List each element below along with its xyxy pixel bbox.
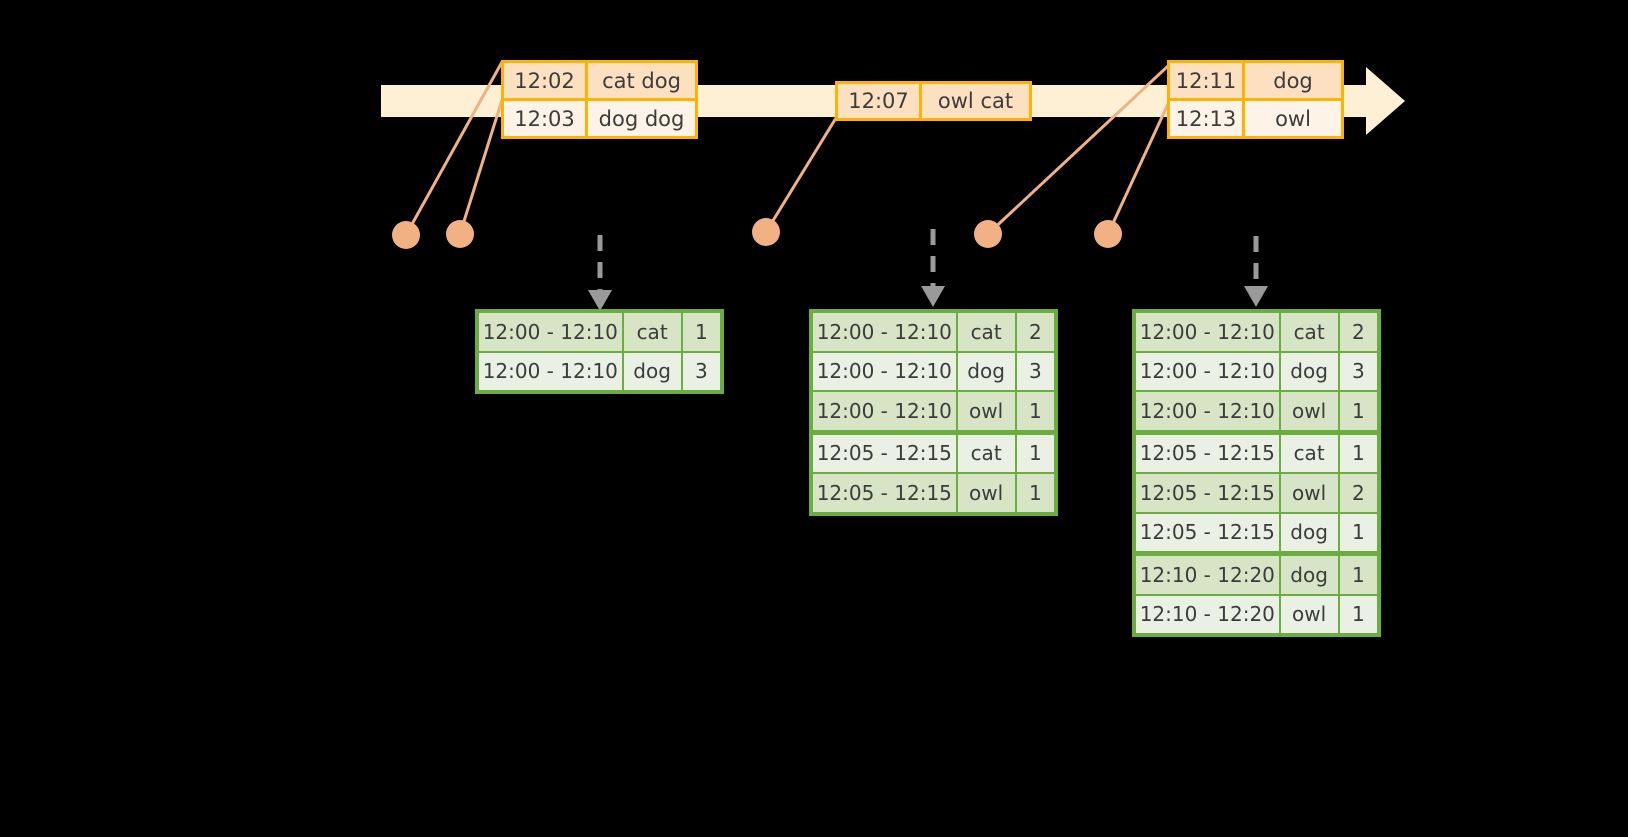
- table-row[interactable]: 12:00 - 12:10 cat 1: [479, 313, 720, 351]
- cell-count: 1: [1016, 434, 1054, 472]
- cell-word: owl: [1280, 595, 1338, 633]
- cell-window-range: 12:00 - 12:10: [479, 313, 622, 351]
- table-row[interactable]: 12:05 - 12:15 cat 1: [813, 434, 1054, 472]
- cell-count: 3: [1339, 352, 1377, 390]
- cell-word: dog: [623, 352, 681, 390]
- cell-window-range: 12:00 - 12:10: [813, 392, 956, 430]
- event-group-3[interactable]: 12:11 dog 12:13 owl: [1167, 60, 1344, 139]
- event-row[interactable]: 12:07 owl cat: [838, 84, 1029, 118]
- event-row[interactable]: 12:11 dog: [1170, 63, 1341, 98]
- cell-window-range: 12:05 - 12:15: [813, 434, 956, 472]
- cell-count: 1: [1339, 434, 1377, 472]
- cell-count: 1: [1339, 595, 1377, 633]
- cell-word: cat: [957, 434, 1015, 472]
- event-time: 12:11: [1170, 63, 1245, 98]
- cell-word: dog: [957, 352, 1015, 390]
- table-row[interactable]: 12:05 - 12:15 owl 2: [1136, 474, 1377, 512]
- event-group-2[interactable]: 12:07 owl cat: [835, 81, 1032, 121]
- event-words: cat dog: [602, 68, 681, 93]
- connector-dot-4: [974, 220, 1002, 248]
- result-table-2[interactable]: 12:00 - 12:10 cat 2 12:00 - 12:10 dog 3 …: [809, 309, 1058, 516]
- table-row[interactable]: 12:00 - 12:10 cat 2: [1136, 313, 1377, 351]
- result-table-1[interactable]: 12:00 - 12:10 cat 1 12:00 - 12:10 dog 3: [475, 309, 724, 394]
- cell-word: cat: [1280, 434, 1338, 472]
- cell-word: cat: [1280, 313, 1338, 351]
- cell-word: dog: [1280, 556, 1338, 594]
- table-row[interactable]: 12:05 - 12:15 dog 1: [1136, 513, 1377, 551]
- event-row[interactable]: 12:02 cat dog: [504, 63, 695, 98]
- table-row[interactable]: 12:10 - 12:20 dog 1: [1136, 556, 1377, 594]
- cell-count: 2: [1339, 474, 1377, 512]
- event-words: owl cat: [937, 89, 1014, 113]
- table-row[interactable]: 12:10 - 12:20 owl 1: [1136, 595, 1377, 633]
- cell-word: cat: [623, 313, 681, 351]
- connector-dot-3: [752, 218, 780, 246]
- table-row[interactable]: 12:05 - 12:15 cat 1: [1136, 434, 1377, 472]
- cell-window-range: 12:00 - 12:10: [479, 352, 622, 390]
- cell-window-range: 12:00 - 12:10: [1136, 313, 1279, 351]
- event-words: owl: [1275, 106, 1311, 131]
- cell-word: owl: [1280, 474, 1338, 512]
- cell-window-range: 12:00 - 12:10: [813, 313, 956, 351]
- cell-word: dog: [1280, 513, 1338, 551]
- event-time: 12:02: [504, 63, 588, 98]
- cell-count: 1: [1339, 392, 1377, 430]
- cell-word: dog: [1280, 352, 1338, 390]
- table-pointer-arrow-3: [1244, 236, 1268, 307]
- cell-window-range: 12:00 - 12:10: [813, 352, 956, 390]
- table-row[interactable]: 12:00 - 12:10 dog 3: [1136, 352, 1377, 390]
- table-pointer-arrow-1: [588, 235, 612, 311]
- table-row[interactable]: 12:00 - 12:10 dog 3: [813, 352, 1054, 390]
- table-row[interactable]: 12:05 - 12:15 owl 1: [813, 474, 1054, 512]
- connector-dot-5: [1094, 220, 1122, 248]
- cell-window-range: 12:05 - 12:15: [813, 474, 956, 512]
- result-table-3[interactable]: 12:00 - 12:10 cat 2 12:00 - 12:10 dog 3 …: [1132, 309, 1381, 637]
- cell-count: 1: [1339, 556, 1377, 594]
- cell-count: 1: [1016, 474, 1054, 512]
- event-time: 12:07: [838, 84, 922, 118]
- cell-window-range: 12:05 - 12:15: [1136, 434, 1279, 472]
- cell-count: 1: [1016, 392, 1054, 430]
- table-row[interactable]: 12:00 - 12:10 dog 3: [479, 352, 720, 390]
- connector-dot-1: [392, 221, 420, 249]
- cell-word: cat: [957, 313, 1015, 351]
- event-time: 12:13: [1170, 101, 1245, 136]
- cell-window-range: 12:00 - 12:10: [1136, 392, 1279, 430]
- table-pointer-arrow-2: [921, 229, 945, 307]
- connector-dot-2: [446, 220, 474, 248]
- table-row[interactable]: 12:00 - 12:10 cat 2: [813, 313, 1054, 351]
- cell-count: 1: [1339, 513, 1377, 551]
- event-row[interactable]: 12:03 dog dog: [504, 98, 695, 136]
- cell-count: 2: [1016, 313, 1054, 351]
- event-group-1[interactable]: 12:02 cat dog 12:03 dog dog: [501, 60, 698, 139]
- cell-window-range: 12:05 - 12:15: [1136, 513, 1279, 551]
- cell-window-range: 12:10 - 12:20: [1136, 595, 1279, 633]
- cell-count: 1: [682, 313, 720, 351]
- cell-word: owl: [957, 392, 1015, 430]
- event-time: 12:03: [504, 101, 588, 136]
- cell-count: 3: [1016, 352, 1054, 390]
- cell-count: 3: [682, 352, 720, 390]
- table-pointer-arrows: [588, 229, 1268, 311]
- cell-window-range: 12:00 - 12:10: [1136, 352, 1279, 390]
- cell-word: owl: [957, 474, 1015, 512]
- event-row[interactable]: 12:13 owl: [1170, 98, 1341, 136]
- event-words: dog dog: [598, 106, 685, 131]
- cell-window-range: 12:05 - 12:15: [1136, 474, 1279, 512]
- event-words: dog: [1273, 68, 1313, 93]
- table-row[interactable]: 12:00 - 12:10 owl 1: [1136, 392, 1377, 430]
- cell-window-range: 12:10 - 12:20: [1136, 556, 1279, 594]
- table-row[interactable]: 12:00 - 12:10 owl 1: [813, 392, 1054, 430]
- cell-count: 2: [1339, 313, 1377, 351]
- cell-word: owl: [1280, 392, 1338, 430]
